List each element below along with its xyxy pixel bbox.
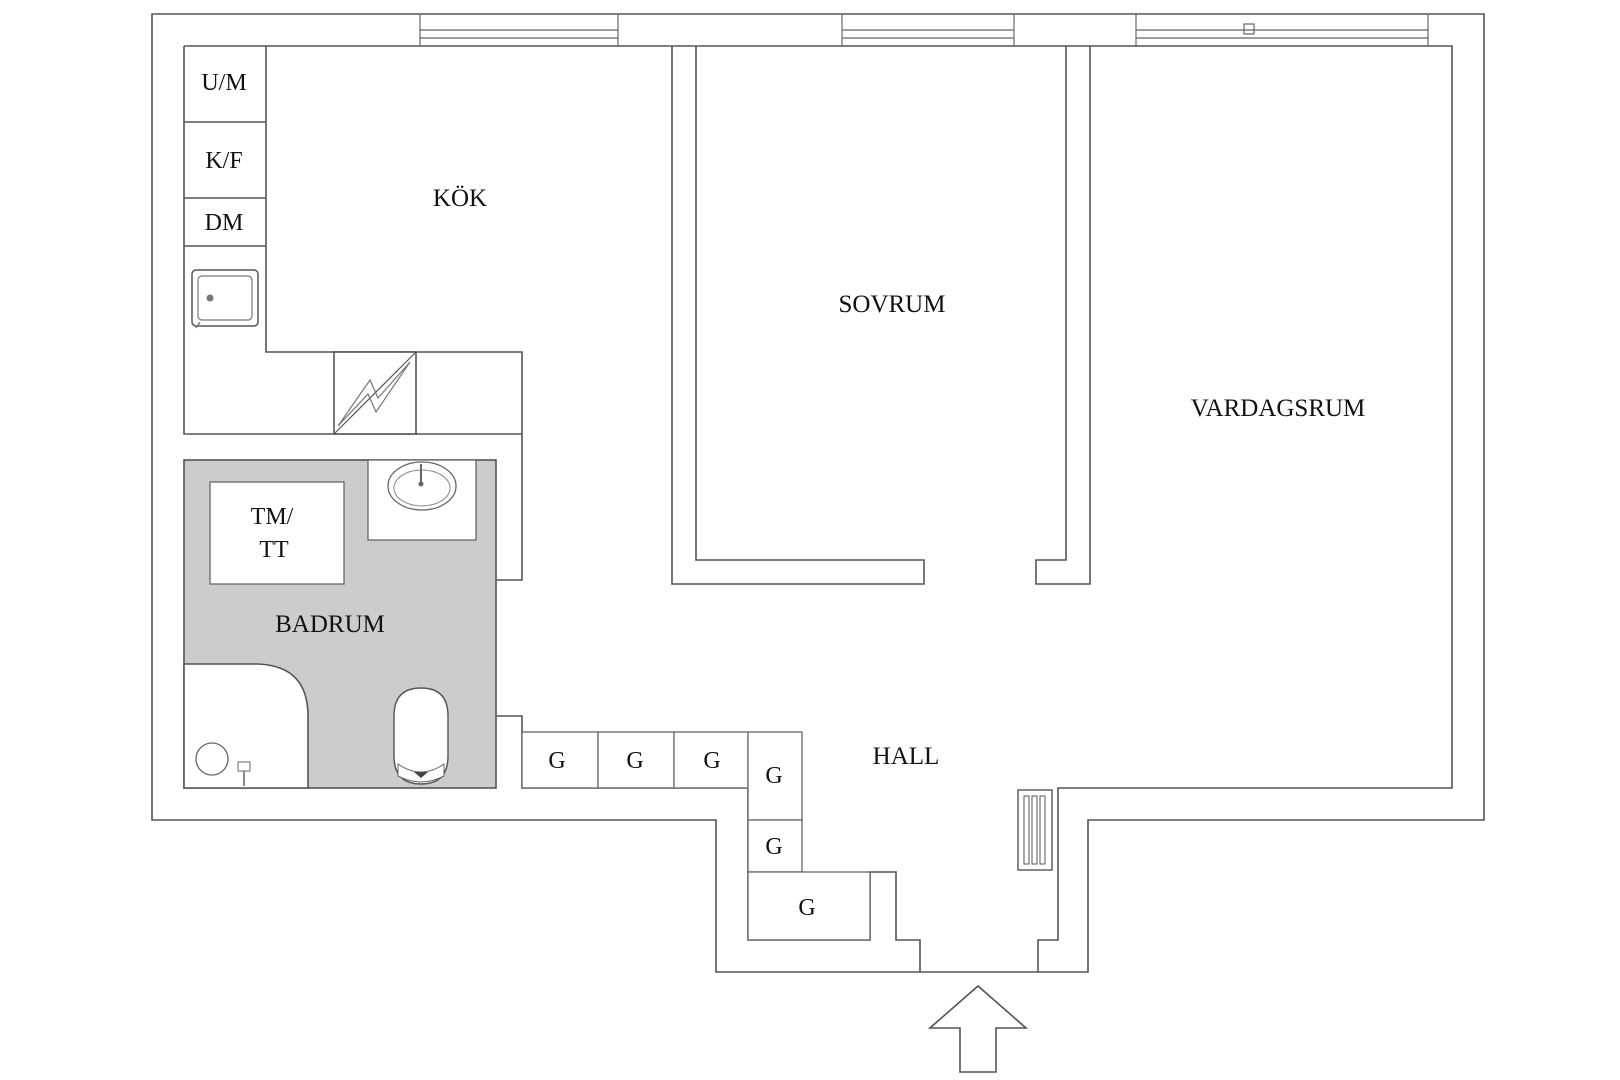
room-label-kitchen: KÖK [433, 185, 487, 212]
kitchen-sink-icon [191, 269, 259, 329]
window-kitchen [419, 14, 619, 46]
wardrobe-label: G [703, 748, 720, 774]
wardrobe-label: G [765, 834, 782, 860]
window-bedroom [841, 14, 1015, 46]
outer-wall [151, 13, 1485, 973]
toilet-icon [393, 687, 449, 785]
wardrobe-label: G [626, 748, 643, 774]
wardrobe-label: G [765, 763, 782, 789]
bedroom-wall [1035, 46, 1091, 585]
label-washer-dryer-2: TT [259, 537, 289, 563]
label-dishwasher: DM [205, 210, 244, 236]
room-label-living-room: VARDAGSRUM [1191, 395, 1366, 422]
radiator-icon [1017, 789, 1053, 871]
wardrobe-label: G [548, 748, 565, 774]
label-fridge-freezer: K/F [205, 148, 242, 174]
label-washer-dryer-1: TM/ [251, 504, 294, 530]
label-oven-microwave: U/M [201, 70, 246, 96]
room-label-bedroom: SOVRUM [839, 291, 946, 318]
wardrobe-label: G [798, 895, 815, 921]
entrance-arrow-icon [927, 984, 1029, 1073]
electric-panel-icon [333, 351, 417, 435]
kitchen-wall [671, 46, 925, 585]
washbasin-icon [367, 459, 477, 541]
room-label-bathroom: BADRUM [275, 611, 385, 638]
window-living-room [1135, 14, 1429, 46]
room-label-hall: HALL [873, 743, 940, 770]
washer-dryer-box [209, 481, 345, 585]
wardrobe-row [521, 731, 871, 941]
shower-icon [183, 663, 309, 789]
